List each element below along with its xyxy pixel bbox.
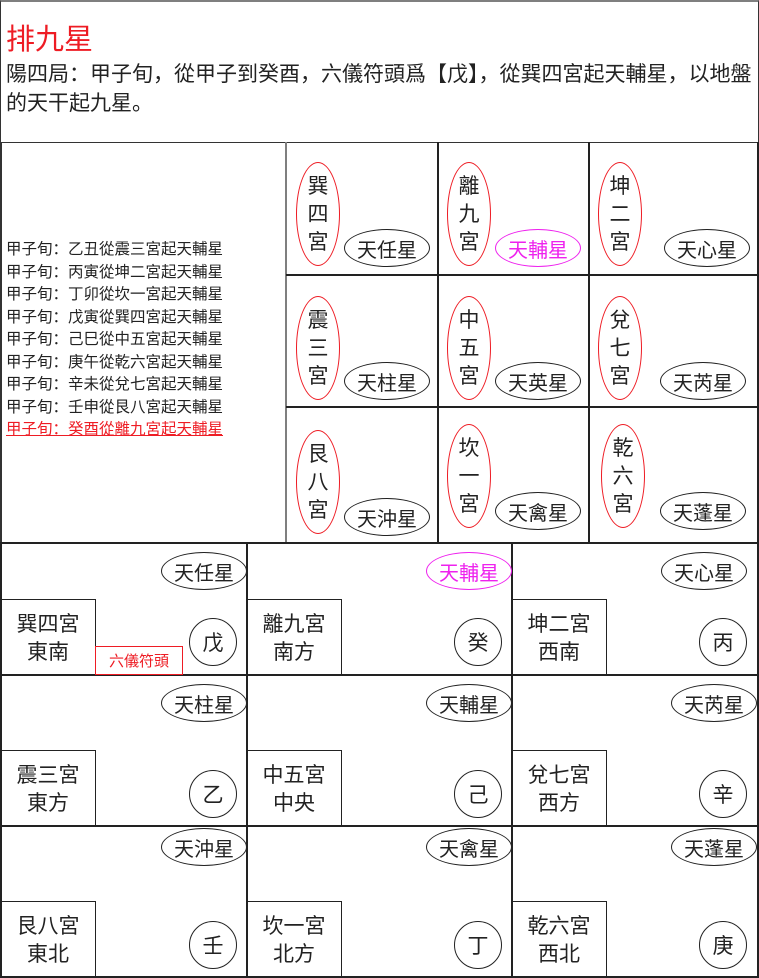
star-oval: 天禽星 — [495, 492, 581, 530]
liuyi-futou-tag: 六儀符頭 — [95, 646, 183, 675]
rule-item: 甲子旬：戊寅從巽四宮起天輔星 — [6, 307, 224, 326]
palace-oval: 乾六宮 — [601, 424, 645, 528]
star-oval: 天任星 — [344, 229, 430, 267]
palace-name-box: 兌七宮西方 — [511, 750, 607, 827]
rules-list: 甲子旬：乙丑從震三宮起天輔星 甲子旬：丙寅從坤二宮起天輔星 甲子旬：丁卯從坎一宮… — [6, 238, 223, 441]
rules-panel — [0, 142, 287, 544]
palace-name-box: 乾六宮西北 — [511, 901, 607, 978]
bottom-cell-zhen3: 天柱星 震三宮東方 乙 — [0, 675, 247, 827]
description-text: 陽四局：甲子旬，從甲子到癸酉，六儀符頭爲【戊】，從巽四宮起天輔星，以地盤的天干起… — [6, 62, 752, 115]
grid-line — [286, 274, 759, 276]
stem-circle: 辛 — [699, 770, 747, 818]
grid-line — [0, 825, 759, 827]
stem-circle: 乙 — [189, 770, 237, 818]
palace-name-box: 巽四宮東南 — [0, 599, 96, 676]
bottom-cell-gen8: 天沖星 艮八宮東北 壬 — [0, 826, 247, 978]
star-oval: 天蓬星 — [660, 492, 746, 530]
palace-oval: 坎一宮 — [447, 424, 491, 528]
grid-line — [437, 142, 439, 543]
palace-name-box: 震三宮東方 — [0, 750, 96, 827]
top-palace-cell-dui7: 兌七宮 天芮星 — [588, 274, 758, 406]
star-oval-highlighted: 天輔星 — [426, 552, 512, 590]
page-title: 排九星 — [6, 22, 94, 56]
rule-item-highlighted: 甲子旬：癸酉從離九宮起天輔星 — [6, 420, 224, 438]
star-oval: 天柱星 — [344, 362, 430, 400]
palace-oval: 中五宮 — [447, 296, 491, 400]
palace-oval: 離九宮 — [447, 162, 491, 266]
rule-item: 甲子旬：丁卯從坎一宮起天輔星 — [6, 285, 224, 303]
star-oval: 天心星 — [661, 552, 747, 590]
star-oval: 天芮星 — [671, 684, 757, 722]
top-palace-cell-li9: 離九宮 天輔星 — [437, 142, 588, 274]
rule-item: 甲子旬：丙寅從坤二宮起天輔星 — [6, 262, 224, 281]
bottom-cell-xun4: 天任星 巽四宮東南 六儀符頭 戊 — [0, 543, 247, 676]
grid-line — [0, 976, 759, 978]
star-oval: 天心星 — [664, 229, 750, 267]
rule-item: 甲子旬：庚午從乾六宮起天輔星 — [6, 352, 224, 371]
star-oval-highlighted: 天輔星 — [495, 229, 581, 267]
stem-circle: 壬 — [189, 921, 237, 969]
rule-item: 甲子旬：己巳從中五宮起天輔星 — [6, 330, 224, 348]
palace-name-box: 離九宮南方 — [246, 599, 342, 676]
grid-line — [757, 142, 759, 978]
star-oval: 天沖星 — [161, 828, 247, 866]
star-oval: 天芮星 — [660, 362, 746, 400]
top-palace-cell-zhong5: 中五宮 天英星 — [437, 274, 588, 406]
top-palace-cell-zhen3: 震三宮 天柱星 — [286, 274, 437, 406]
bottom-cell-dui7: 天芮星 兌七宮西方 辛 — [511, 675, 759, 827]
star-oval: 天禽星 — [426, 828, 512, 866]
top-palace-cell-kun2: 坤二宮 天心星 — [588, 142, 758, 274]
bottom-cell-kan1: 天禽星 坎一宮北方 丁 — [246, 826, 512, 978]
grid-line — [588, 142, 590, 543]
grid-line — [286, 406, 759, 408]
rule-item: 甲子旬：乙丑從震三宮起天輔星 — [6, 240, 224, 258]
grid-line — [0, 674, 759, 676]
star-oval: 天任星 — [161, 552, 247, 590]
top-palace-cell-gen8: 艮八宮 天沖星 — [286, 406, 437, 542]
palace-name-box: 坎一宮北方 — [246, 901, 342, 978]
star-oval: 天輔星 — [426, 684, 512, 722]
rule-item: 甲子旬：辛未從兌七宮起天輔星 — [6, 375, 224, 393]
palace-oval: 巽四宮 — [296, 162, 340, 266]
bottom-cell-kun2: 天心星 坤二宮西南 丙 — [511, 543, 759, 676]
star-oval: 天英星 — [495, 362, 581, 400]
star-oval: 天蓬星 — [671, 828, 757, 866]
grid-line — [0, 543, 2, 978]
stem-circle: 丁 — [454, 921, 502, 969]
bottom-cell-zhong5: 天輔星 中五宮中央 己 — [246, 675, 512, 827]
palace-oval: 艮八宮 — [296, 430, 340, 534]
palace-oval: 兌七宮 — [598, 296, 642, 400]
stem-circle: 癸 — [454, 618, 502, 666]
palace-oval: 震三宮 — [296, 296, 340, 400]
bottom-cell-li9: 天輔星 離九宮南方 癸 — [246, 543, 512, 676]
stem-circle: 戊 — [189, 618, 237, 666]
top-palace-cell-qian6: 乾六宮 天蓬星 — [588, 406, 758, 542]
star-oval: 天沖星 — [344, 498, 430, 536]
stem-circle: 己 — [454, 770, 502, 818]
bottom-cell-qian6: 天蓬星 乾六宮西北 庚 — [511, 826, 759, 978]
top-palace-cell-kan1: 坎一宮 天禽星 — [437, 406, 588, 542]
palace-oval: 坤二宮 — [598, 162, 642, 266]
top-palace-cell-xun4: 巽四宮 天任星 — [286, 142, 437, 274]
palace-name-box: 艮八宮東北 — [0, 901, 96, 978]
stem-circle: 丙 — [699, 618, 747, 666]
rule-item: 甲子旬：壬申從艮八宮起天輔星 — [6, 397, 224, 416]
grid-line — [0, 542, 759, 544]
palace-name-box: 中五宮中央 — [246, 750, 342, 827]
stem-circle: 庚 — [699, 921, 747, 969]
star-oval: 天柱星 — [161, 684, 247, 722]
palace-name-box: 坤二宮西南 — [511, 599, 607, 676]
